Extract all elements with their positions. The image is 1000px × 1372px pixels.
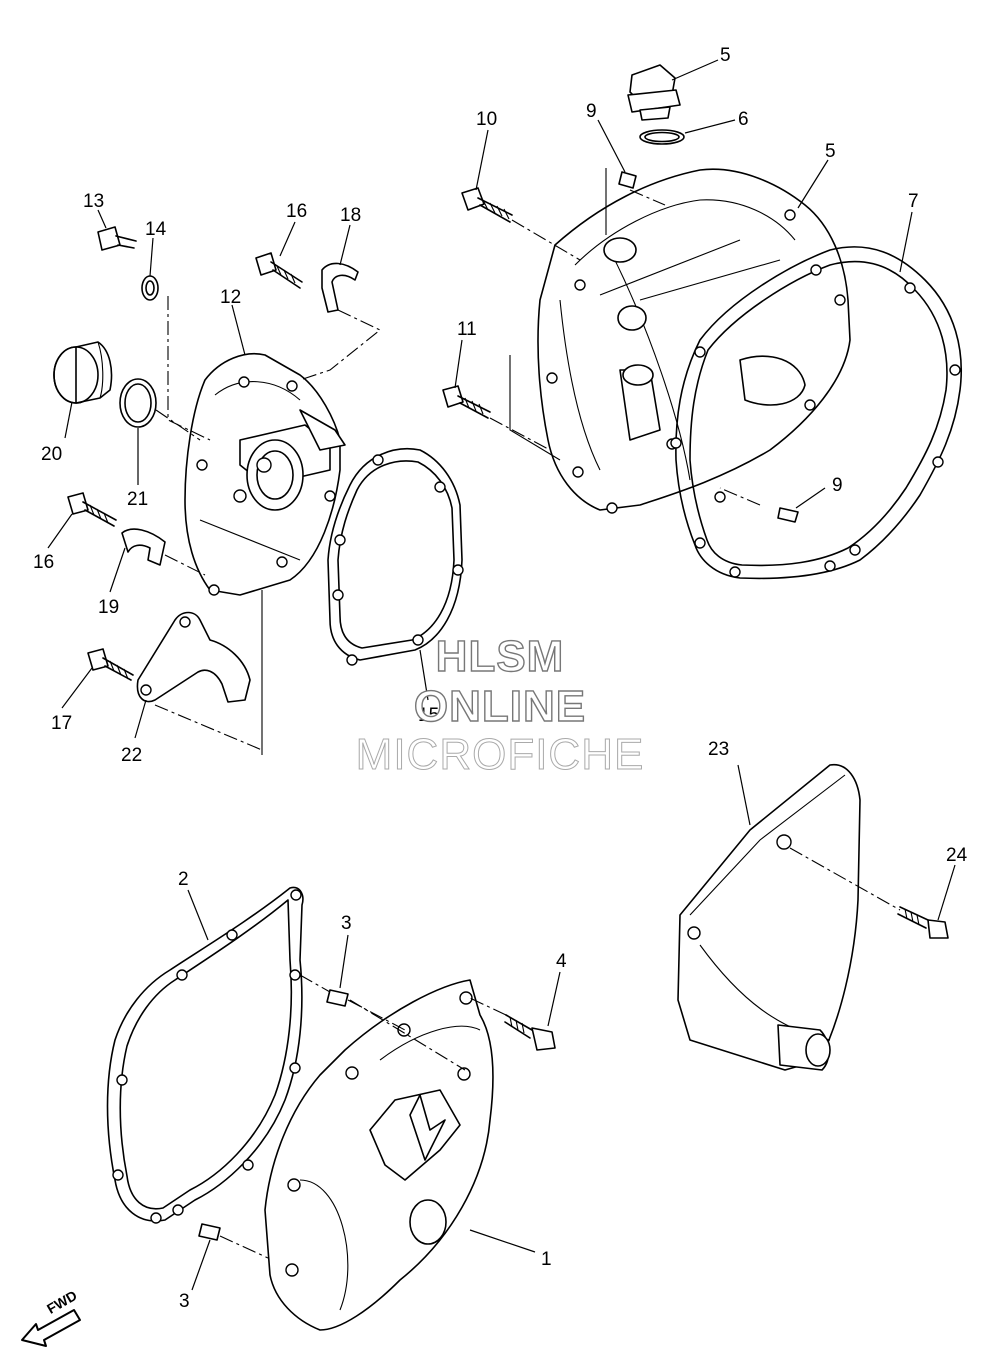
- callout-19: 19: [98, 597, 120, 618]
- part-22-bracket: [136, 590, 263, 755]
- part-9-dowel-pin-lower: [719, 487, 799, 523]
- callout-3-lower: 3: [179, 1291, 190, 1312]
- forward-direction-arrow-icon: [21, 1309, 81, 1347]
- callout-12: 12: [220, 287, 242, 308]
- callout-16-lower: 16: [33, 552, 55, 573]
- part-3-dowel-pin-lower: [198, 1223, 269, 1259]
- callout-1: 1: [541, 1249, 552, 1270]
- part-16-bolt-lower: [67, 492, 117, 527]
- watermark-line-3: MICROFICHE: [355, 730, 645, 780]
- part-4-bolt: [469, 997, 556, 1051]
- callout-9-lower: 9: [832, 475, 843, 496]
- part-15-gasket: [327, 448, 464, 666]
- callout-17: 17: [51, 713, 73, 734]
- callout-13: 13: [83, 191, 105, 212]
- part-10-bolt: [461, 187, 581, 261]
- part-17-bolt: [87, 648, 134, 681]
- watermark-line-2: ONLINE: [413, 681, 587, 731]
- callout-4: 4: [556, 951, 567, 972]
- callout-18: 18: [340, 205, 362, 226]
- part-6-oil-filler-cap: [627, 64, 681, 121]
- callout-7: 6: [738, 109, 749, 130]
- callout-15: 15: [418, 705, 440, 726]
- callout-23: 23: [708, 739, 730, 760]
- callout-9-upper: 9: [586, 101, 597, 122]
- watermark-line-1: HLSM: [435, 631, 565, 681]
- part-3-dowel-pin-upper: [299, 974, 406, 1031]
- part-18-clamp: [299, 262, 382, 381]
- part-19-clamp: [121, 528, 206, 576]
- part-1-generator-cover: [264, 979, 494, 1331]
- callout-5: 5: [825, 141, 836, 162]
- part-7-o-ring: [639, 129, 685, 145]
- callout-22: 22: [121, 745, 143, 766]
- part-20-plug: [53, 341, 113, 404]
- part-11-bolt: [442, 385, 551, 451]
- part-12-cover: [184, 353, 346, 596]
- callout-10: 10: [476, 109, 498, 130]
- callout-16-upper: 16: [286, 201, 308, 222]
- part-9-dowel-pin-upper: [605, 168, 666, 235]
- part-2-gasket: [106, 886, 304, 1224]
- callout-8: 7: [908, 191, 919, 212]
- part-16-bolt-upper: [255, 252, 303, 289]
- part-21-o-ring: [119, 378, 201, 441]
- part-8-gasket: [670, 246, 963, 580]
- part-23-sprocket-cover: [677, 764, 901, 1071]
- leader-lines: [47, 59, 956, 1291]
- part-13-bolt: [97, 226, 137, 251]
- callout-21: 21: [127, 489, 149, 510]
- callout-3-upper: 3: [341, 913, 352, 934]
- callout-20: 20: [41, 444, 63, 465]
- part-5-crankcase-cover: [509, 168, 851, 514]
- callout-2: 2: [178, 869, 189, 890]
- callout-6: 5: [720, 45, 731, 66]
- callout-11: 11: [457, 319, 477, 340]
- callout-14: 14: [145, 219, 167, 240]
- callout-24: 24: [946, 845, 968, 866]
- part-24-bolt: [897, 906, 949, 939]
